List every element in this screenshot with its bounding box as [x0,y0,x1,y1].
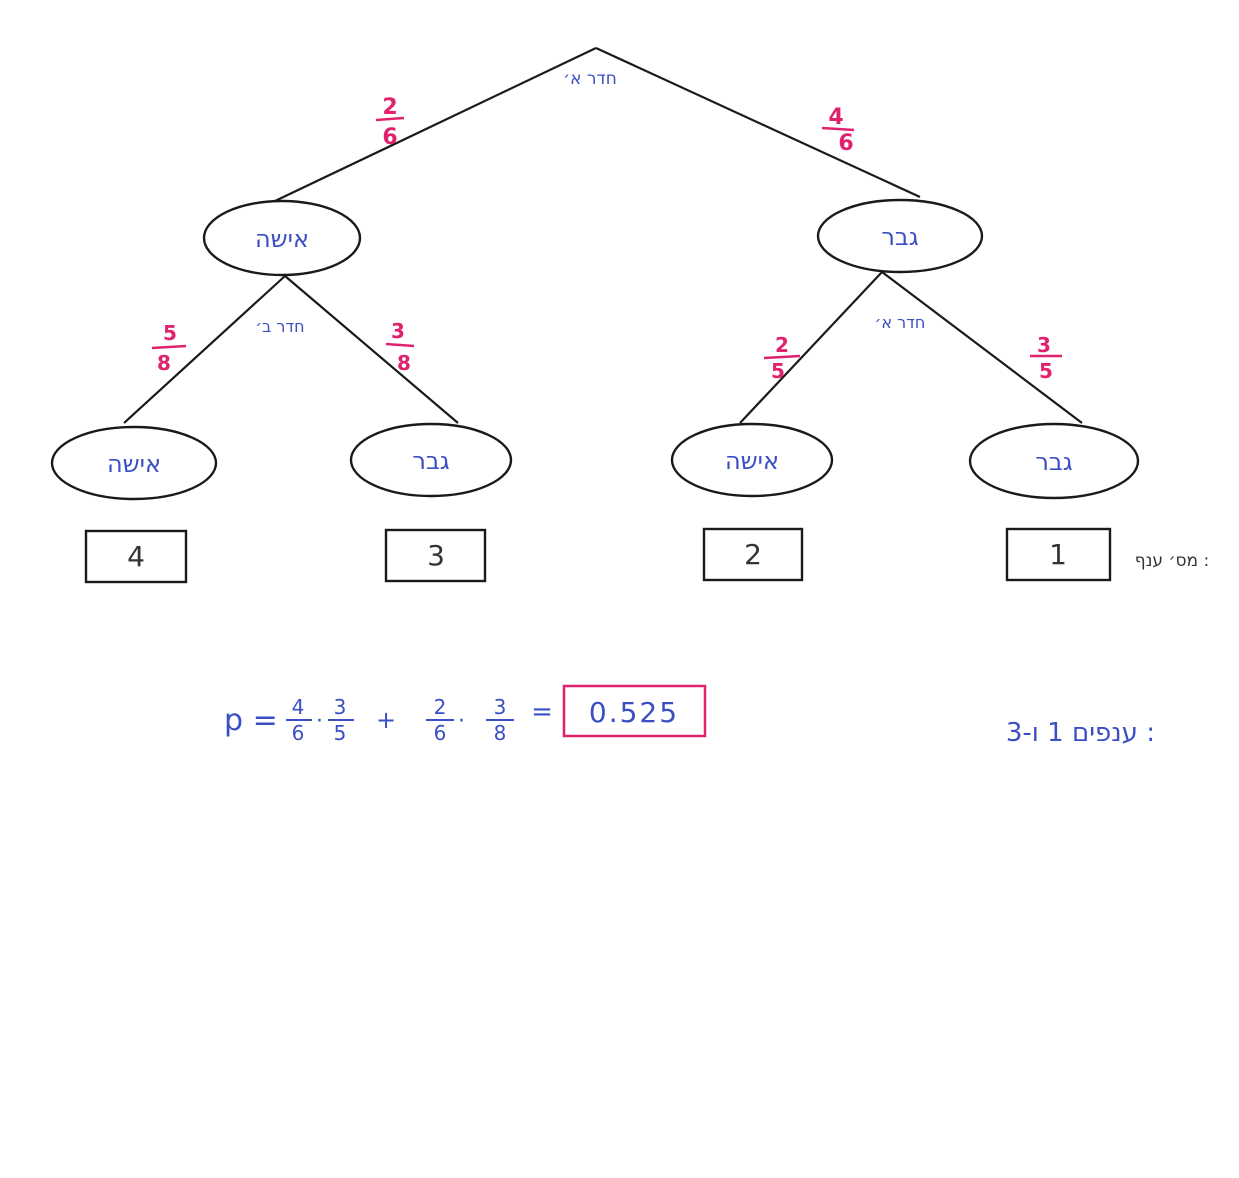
edge-left-right [284,275,459,424]
node-man [816,198,984,274]
prob-denominator: 8 [397,351,411,375]
fraction-bar [375,116,405,122]
edge-right-left [739,271,883,424]
formula-num: 2 [434,695,447,719]
formula-result: 0.525 [589,696,679,729]
formula-dot: · [458,709,465,734]
room-label-root: חדר א׳ [563,69,617,89]
formula-plus: + [376,706,396,734]
branch-box-4 [84,529,188,584]
prob-numerator: 3 [1037,333,1051,357]
prob-numerator: 2 [775,333,789,357]
prob-numerator: 3 [391,319,405,343]
node-woman [202,199,362,277]
prob-woman-woman: 5 8 [151,321,187,375]
probability-formula: p = 4 6 · 3 5 + 2 6 · 3 8 = 0.525 [224,684,707,745]
prob-man-woman: 2 5 [763,333,801,383]
branch-number: 2 [744,538,762,571]
edge-left-left [123,275,286,424]
node-man-man [968,422,1140,500]
formula-den: 8 [494,721,507,745]
formula-equals: = [531,697,553,727]
edge-right-right [881,271,1083,424]
node-woman-man [349,422,513,498]
fraction-bar [151,344,187,350]
room-label-left: חדר ב׳ [255,317,304,336]
formula-num: 3 [334,695,347,719]
fraction-bar [385,342,415,348]
node-woman-label: אישה [255,225,309,253]
formula-dot: · [316,709,323,734]
node-label: אישה [107,450,161,478]
prob-woman-man: 3 8 [385,319,415,375]
prob-numerator: 2 [382,95,397,120]
node-man-label: גבר [881,223,918,251]
prob-numerator: 4 [828,105,843,130]
prob-denominator: 5 [771,359,785,383]
prob-root-left: 2 6 [375,95,405,150]
prob-denominator: 6 [838,131,853,156]
formula-den: 6 [292,721,305,745]
branch-box-2 [702,527,804,582]
node-label: גבר [412,447,449,475]
formula-den: 6 [434,721,447,745]
formula-den: 5 [334,721,347,745]
branch-number-label: מס׳ ענף : [1135,551,1210,571]
prob-denominator: 8 [157,351,171,375]
branch-number: 1 [1049,538,1067,571]
edge-root-right [595,47,921,198]
branch-box-1 [1005,527,1112,582]
fraction-bar [821,126,855,132]
formula-p: p = [224,703,278,738]
prob-root-right: 4 6 [821,105,855,156]
fraction-bar [763,354,801,360]
prob-man-man: 3 5 [1030,333,1062,383]
branch-box-3 [384,528,487,583]
prob-numerator: 5 [163,321,177,345]
prob-denominator: 6 [382,125,397,150]
edge-root-left [274,47,597,202]
node-label: אישה [725,447,779,475]
prob-denominator: 5 [1039,359,1053,383]
branches-note: ענפים 1 ו-3 : [1006,718,1155,748]
branch-number: 4 [127,540,145,573]
formula-num: 4 [292,695,305,719]
node-man-woman [670,422,834,498]
branch-number: 3 [427,539,445,572]
node-label: גבר [1035,448,1072,476]
result-box [562,684,707,738]
formula-num: 3 [494,695,507,719]
room-label-right: חדר א׳ [875,313,926,332]
node-woman-woman [50,425,218,501]
